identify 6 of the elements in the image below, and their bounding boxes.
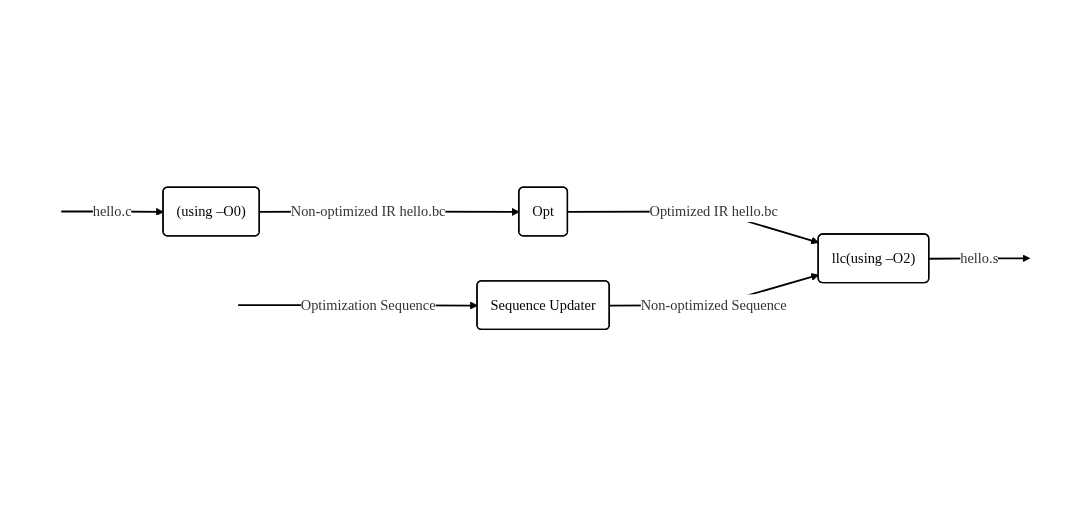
edge-label: hello.s	[960, 250, 999, 266]
edge-label: Non-optimized Sequence	[640, 297, 787, 313]
edge-label: Optimization Sequence	[300, 297, 436, 313]
edge-label: Optimized IR hello.bc	[649, 203, 778, 219]
edge-label: Non-optimized IR hello.bc	[290, 203, 446, 219]
edge-label: hello.c	[92, 203, 132, 219]
